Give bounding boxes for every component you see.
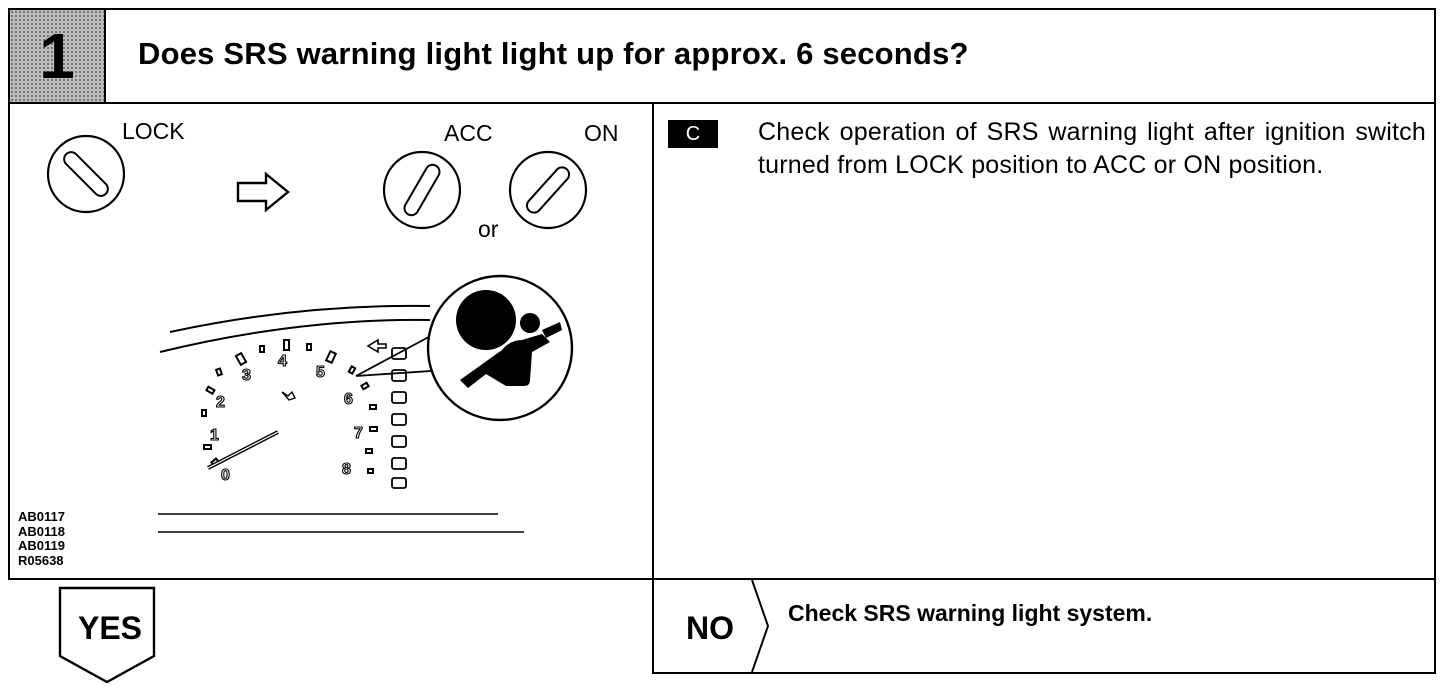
step-header: 1 Does SRS warning light light up for ap… xyxy=(8,8,1436,104)
key-cylinder-on-icon xyxy=(508,150,588,230)
gauge-number: 5 xyxy=(316,364,325,381)
check-instruction: Check operation of SRS warning light aft… xyxy=(758,118,1426,179)
chevron-right-icon xyxy=(751,580,770,672)
gauge-number: 8 xyxy=(342,461,351,478)
no-label: NO xyxy=(686,610,734,646)
figure-code: AB0118 xyxy=(18,523,65,539)
illustration: 0 1 2 3 4 5 6 7 8 xyxy=(46,134,588,533)
gauge-number: 0 xyxy=(221,467,230,484)
key-label-acc: ACC xyxy=(444,120,493,146)
figure-code: AB0117 xyxy=(18,509,65,524)
yes-label: YES xyxy=(77,610,143,646)
tachometer-gauge: 0 1 2 3 4 5 6 7 8 xyxy=(201,331,447,489)
key-label-lock: LOCK xyxy=(122,118,185,144)
figure-code: AB0119 xyxy=(18,538,65,553)
gauge-number: 4 xyxy=(278,353,287,370)
description-panel: C Check operation of SRS warning light a… xyxy=(652,102,1436,580)
key-cylinder-acc-icon xyxy=(382,150,462,230)
gauge-number: 6 xyxy=(344,391,353,408)
yes-arrow-shape xyxy=(58,586,156,684)
step-question: Does SRS warning light light up for appr… xyxy=(138,36,969,71)
illustration-panel: 0 1 2 3 4 5 6 7 8 xyxy=(8,102,654,580)
no-branch-box: NO Check SRS warning light system. xyxy=(652,578,1436,674)
gauge-number: 2 xyxy=(216,394,225,411)
gauge-number: 7 xyxy=(354,425,363,442)
figure-code: R05638 xyxy=(18,552,64,568)
gauge-number: 1 xyxy=(210,427,219,444)
key-label-or: or xyxy=(478,216,499,242)
arrow-right-outline-icon xyxy=(236,171,290,213)
key-label-on: ON xyxy=(584,120,619,146)
gauge-numbers: 0 1 2 3 4 5 6 7 8 xyxy=(209,352,363,484)
key-cylinder-lock-icon xyxy=(46,134,126,214)
figure-codes: AB0117 AB0118 AB0119 R05638 xyxy=(18,509,65,568)
check-tag: C xyxy=(668,120,718,148)
gauge-number: 3 xyxy=(242,367,251,384)
step-number-badge: 1 xyxy=(10,10,106,102)
srs-airbag-warning-icon xyxy=(426,274,574,422)
step-number: 1 xyxy=(39,20,75,92)
no-action-text: Check SRS warning light system. xyxy=(788,600,1153,626)
instrument-panel-outline xyxy=(158,304,524,533)
